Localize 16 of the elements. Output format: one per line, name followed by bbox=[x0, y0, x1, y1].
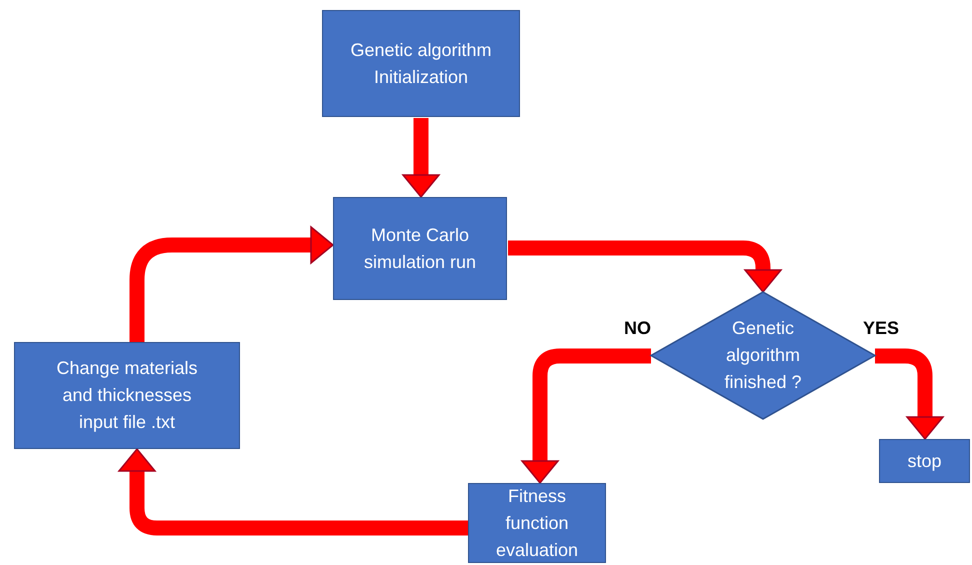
process-box bbox=[333, 197, 507, 300]
block-arrow bbox=[402, 118, 440, 198]
process-box bbox=[14, 342, 240, 449]
node-text: Genetic algorithm finished ? bbox=[723, 317, 803, 394]
node-text: Genetic algorithm Initialization bbox=[349, 38, 493, 88]
node-text: stop bbox=[907, 450, 942, 473]
block-arrow bbox=[130, 226, 334, 342]
block-arrow bbox=[118, 448, 468, 536]
process-box bbox=[468, 483, 606, 563]
node-text: Monte Carlo simulation run bbox=[362, 224, 478, 274]
block-arrow bbox=[521, 348, 651, 484]
block-arrow bbox=[508, 240, 782, 293]
node-text: Change materials and thicknesses input file .txt bbox=[55, 357, 199, 434]
process-box bbox=[322, 10, 520, 117]
process-box bbox=[879, 439, 970, 483]
node-text: Fitness function evaluation bbox=[494, 484, 580, 562]
